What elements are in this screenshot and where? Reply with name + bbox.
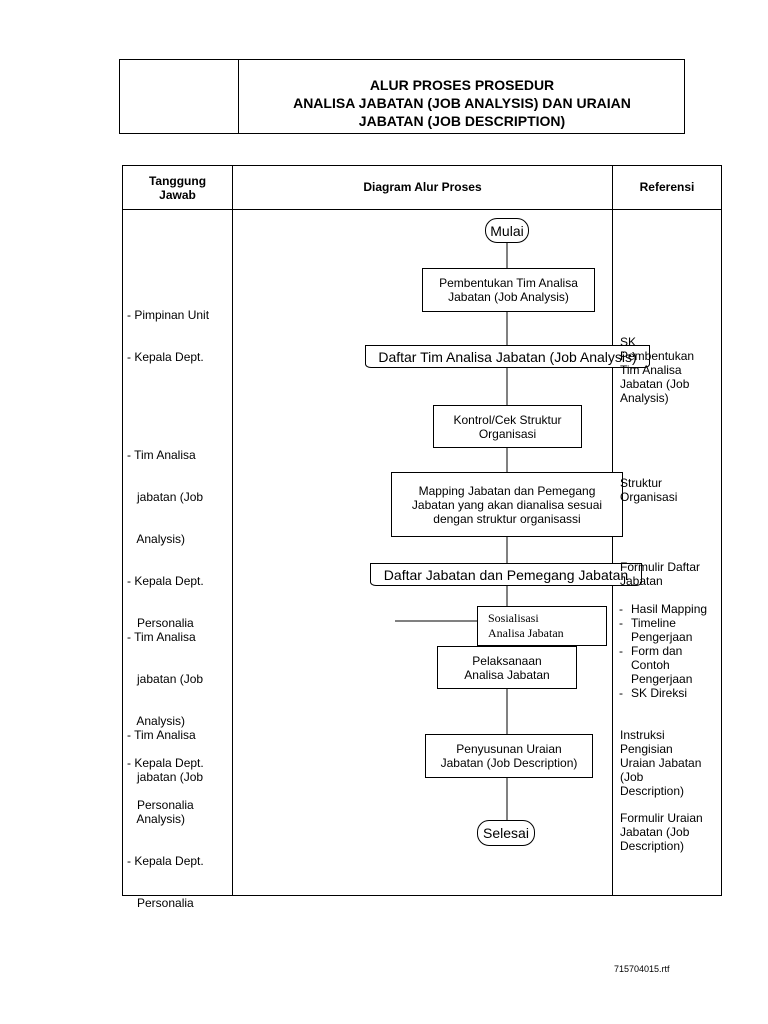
terminal-start: Mulai	[485, 218, 529, 243]
reference-4-item: SK Direksi	[619, 686, 721, 700]
reference-2: Struktur Organisasi	[620, 476, 678, 504]
header-row-divider	[122, 209, 722, 210]
document-node-1: Daftar Tim Analisa Jabatan (Job Analysis…	[365, 345, 650, 368]
document-node-2: Daftar Jabatan dan Pemegang Jabatan	[370, 563, 642, 586]
responsible-group-1: - Pimpinan Unit - Kepala Dept.	[127, 308, 210, 364]
document-title: ALUR PROSES PROSEDUR ANALISA JABATAN (JO…	[240, 76, 684, 130]
responsible-group-2: - Tim Analisa jabatan (Job Analysis) - K…	[127, 448, 204, 630]
reference-4-item: Hasil Mapping	[619, 602, 721, 616]
column-header-responsible: Tanggung Jawab	[148, 174, 207, 202]
title-line-2: ANALISA JABATAN (JOB ANALYSIS) DAN URAIA…	[293, 95, 631, 111]
footer-filename: 715704015.rtf	[614, 964, 670, 974]
column-divider-1	[232, 165, 233, 896]
responsible-group-3: - Tim Analisa jabatan (Job Analysis) - K…	[127, 630, 204, 812]
reference-5: Instruksi Pengisian Uraian Jabatan (Job …	[620, 728, 702, 798]
header-divider	[238, 59, 239, 134]
title-line-1: ALUR PROSES PROSEDUR	[369, 77, 555, 93]
reference-6: Formulir Uraian Jabatan (Job Description…	[620, 811, 703, 853]
column-header-reference: Referensi	[639, 180, 695, 194]
reference-3: Formulir Daftar Jabatan	[620, 560, 701, 588]
responsible-group-4: - Tim Analisa jabatan (Job Analysis) - K…	[127, 728, 204, 910]
reference-1: SK Pembentukan Tim Analisa Jabatan (Job …	[620, 335, 695, 405]
title-line-3: JABATAN (JOB DESCRIPTION)	[358, 113, 566, 129]
procedure-table	[122, 165, 722, 896]
process-step-4-sosialisasi: Sosialisasi Analisa Jabatan	[477, 606, 607, 646]
header-box	[119, 59, 685, 134]
column-header-diagram: Diagram Alur Proses	[363, 180, 482, 194]
terminal-end: Selesai	[477, 820, 535, 846]
